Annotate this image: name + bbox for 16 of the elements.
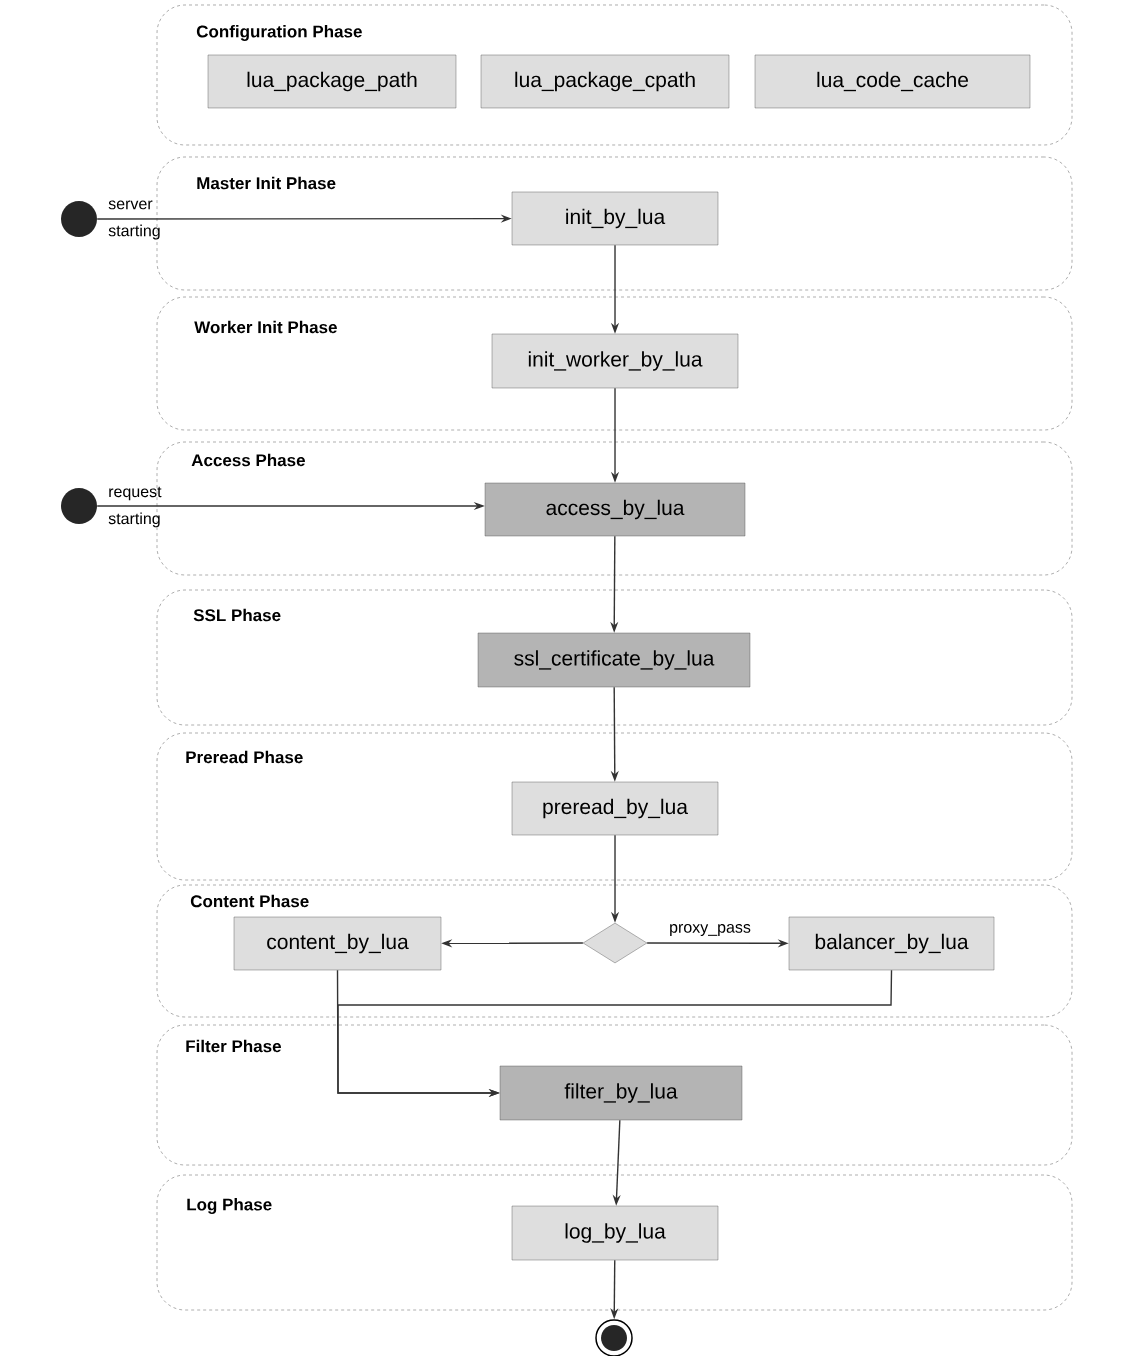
hook-box: content_by_lua [233, 916, 442, 971]
edge-label: proxy_pass [668, 923, 752, 937]
hook-box: preread_by_lua [511, 781, 719, 836]
hook-box: lua_package_cpath [480, 54, 730, 109]
hook-box: balancer_by_lua [788, 916, 995, 971]
hook-box: lua_package_path [207, 54, 457, 109]
hook-box: access_by_lua [484, 482, 746, 537]
hook-box: lua_code_cache [754, 54, 1031, 109]
end-node [595, 1319, 633, 1356]
hook-box: init_by_lua [511, 191, 719, 246]
hook-box: init_worker_by_lua [491, 333, 739, 389]
hook-box: filter_by_lua [499, 1065, 743, 1121]
hook-box: ssl_certificate_by_lua [477, 632, 751, 688]
decision-diamond [582, 922, 648, 964]
start-label: request starting [108, 486, 162, 528]
hook-box: log_by_lua [511, 1205, 719, 1261]
